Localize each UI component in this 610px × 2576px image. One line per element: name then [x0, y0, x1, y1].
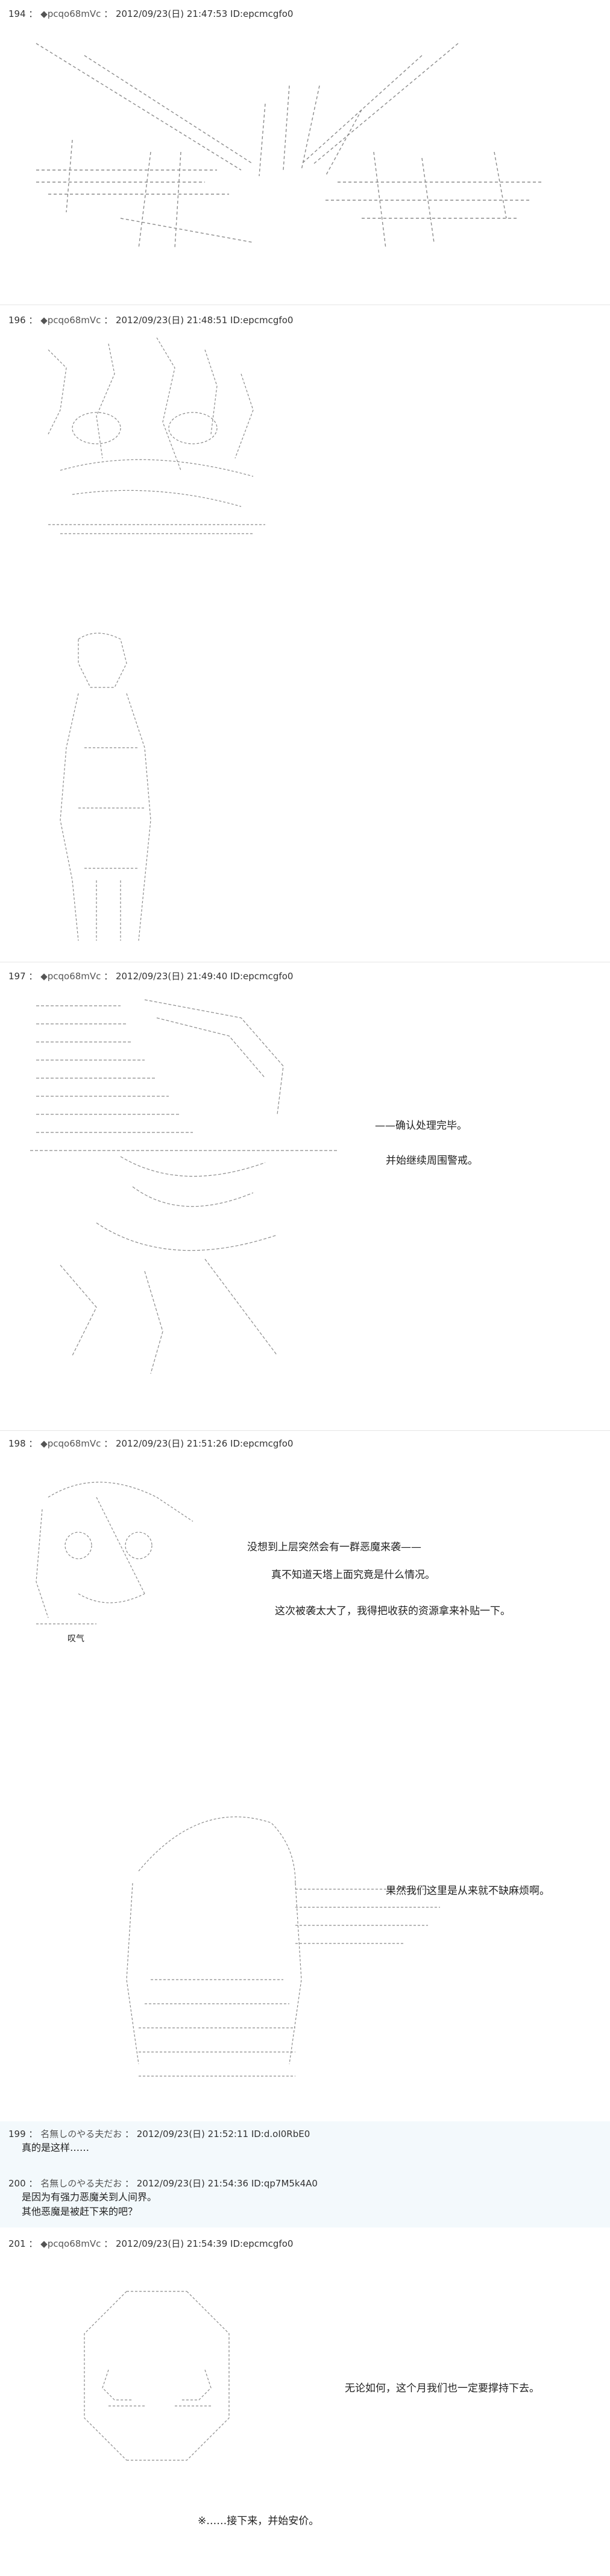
- reply-band: [0, 2121, 610, 2227]
- dialog-line: ——确认处理完毕。: [375, 1120, 467, 1132]
- post-author: ◆pcqo68mVc: [40, 8, 101, 19]
- post-199: 199 ： 名無しのやる夫だお ： 2012/09/23(日) 21:52:11…: [0, 2127, 610, 2166]
- post-user-id: ID:d.oI0RbE0: [251, 2129, 310, 2139]
- ascii-art-round-face: [84, 2291, 230, 2461]
- post-user-id: ID:epcmcgfo0: [230, 8, 294, 19]
- dialog-line: ※……接下来，并始安价。: [198, 2515, 319, 2527]
- post-user-id: ID:epcmcgfo0: [230, 971, 294, 982]
- ascii-art-standing-figure: [60, 633, 151, 941]
- dialog-line: 这次被袭太大了，我得把收获的资源拿来补贴一下。: [275, 1605, 511, 1617]
- post-user-id: ID:qp7M5k4A0: [251, 2178, 318, 2189]
- post-number: 201: [8, 2238, 26, 2249]
- post-author: 名無しのやる夫だお: [40, 2129, 122, 2139]
- ascii-art-swooping-figure: [30, 999, 338, 1374]
- post-number: 198: [8, 1438, 26, 1449]
- post-197: 197 ： ◆pcqo68mVc ： 2012/09/23(日) 21:49:4…: [0, 970, 610, 1416]
- post-author: 名無しのやる夫だお: [40, 2178, 122, 2189]
- post-header: 199 ： 名無しのやる夫だお ： 2012/09/23(日) 21:52:11…: [8, 2129, 310, 2139]
- ascii-art-character-group: [48, 338, 265, 534]
- post-author: ◆pcqo68mVc: [40, 315, 101, 326]
- post-number: 199: [8, 2129, 26, 2139]
- post-number: 194: [8, 8, 26, 19]
- post-datetime: 2012/09/23(日) 21:49:40: [115, 971, 228, 982]
- post-author: ◆pcqo68mVc: [40, 971, 101, 982]
- post-header: 200 ： 名無しのやる夫だお ： 2012/09/23(日) 21:54:36…: [8, 2178, 318, 2189]
- post-datetime: 2012/09/23(日) 21:47:53: [115, 8, 228, 19]
- post-text: 真的是这样……: [22, 2142, 90, 2153]
- post-number: 196: [8, 315, 26, 326]
- ascii-art-character-face: [36, 1482, 193, 1624]
- separator: [0, 1430, 610, 1431]
- post-number: 200: [8, 2178, 26, 2189]
- post-header: 198 ： ◆pcqo68mVc ： 2012/09/23(日) 21:51:2…: [8, 1438, 294, 1449]
- ascii-art-hooded-figure: [126, 1816, 440, 2077]
- dialog-line: 真不知道天塔上面究竟是什么情况。: [271, 1569, 435, 1581]
- post-text-line: 是因为有强力恶魔关到人间界。: [22, 2191, 157, 2203]
- post-datetime: 2012/09/23(日) 21:51:26: [115, 1438, 228, 1449]
- post-text-line: 其他恶魔是被赶下来的吧？: [22, 2206, 138, 2217]
- post-198: 198 ： ◆pcqo68mVc ： 2012/09/23(日) 21:51:2…: [0, 1437, 610, 2106]
- post-user-id: ID:epcmcgfo0: [230, 1438, 294, 1449]
- post-user-id: ID:epcmcgfo0: [230, 315, 294, 326]
- post-author: ◆pcqo68mVc: [40, 2238, 101, 2249]
- dialog-line: 并始继续周围警戒。: [386, 1155, 478, 1167]
- post-datetime: 2012/09/23(日) 21:52:11: [136, 2129, 249, 2139]
- post-194: 194 ： ◆pcqo68mVc ： 2012/09/23(日) 21:47:5…: [0, 7, 610, 273]
- post-header: 196 ： ◆pcqo68mVc ： 2012/09/23(日) 21:48:5…: [8, 315, 294, 326]
- ascii-art-explosion: [36, 43, 542, 249]
- post-datetime: 2012/09/23(日) 21:54:36: [136, 2178, 249, 2189]
- post-196: 196 ： ◆pcqo68mVc ： 2012/09/23(日) 21:48:5…: [0, 314, 610, 965]
- post-201: 201 ： ◆pcqo68mVc ： 2012/09/23(日) 21:54:3…: [0, 2237, 610, 2563]
- dialog-line: 果然我们这里是从来就不缺麻烦啊。: [386, 1885, 550, 1897]
- sigh-label: 叹气: [68, 1634, 84, 1644]
- post-author: ◆pcqo68mVc: [40, 1438, 101, 1449]
- post-200: 200 ： 名無しのやる夫だお ： 2012/09/23(日) 21:54:36…: [0, 2177, 610, 2225]
- post-header: 197 ： ◆pcqo68mVc ： 2012/09/23(日) 21:49:4…: [8, 971, 294, 982]
- dialog-line: 无论如何，这个月我们也一定要撑持下去。: [345, 2382, 539, 2394]
- post-header: 201 ： ◆pcqo68mVc ： 2012/09/23(日) 21:54:3…: [8, 2238, 294, 2249]
- post-datetime: 2012/09/23(日) 21:54:39: [115, 2238, 228, 2249]
- post-number: 197: [8, 971, 26, 982]
- post-user-id: ID:epcmcgfo0: [230, 2238, 294, 2249]
- post-header: 194 ： ◆pcqo68mVc ： 2012/09/23(日) 21:47:5…: [8, 8, 294, 19]
- post-datetime: 2012/09/23(日) 21:48:51: [115, 315, 228, 326]
- dialog-line: 没想到上层突然会有一群恶魔来袭——: [247, 1541, 421, 1553]
